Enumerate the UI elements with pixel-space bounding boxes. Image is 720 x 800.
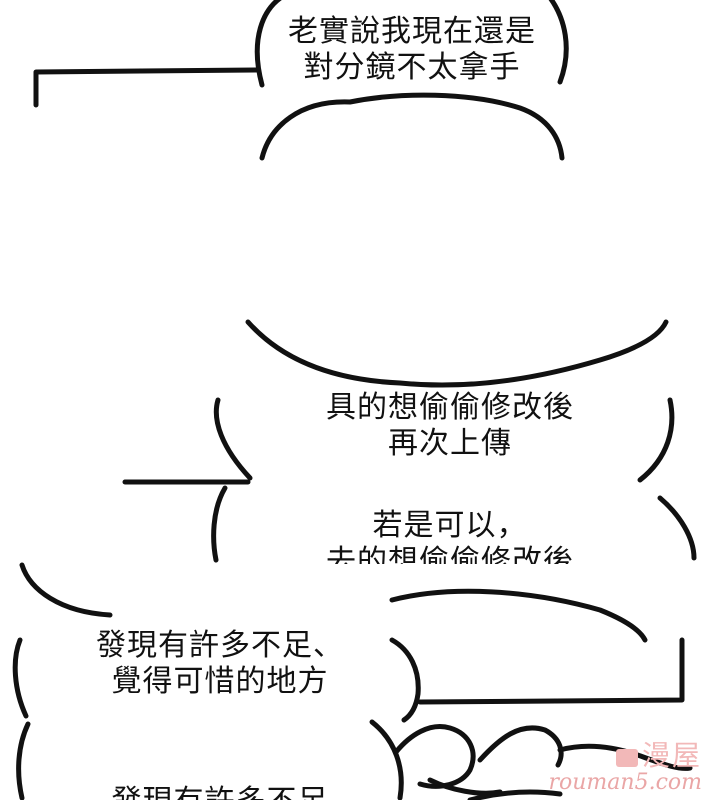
watermark-logo-icon [615,748,638,767]
speech-bubble-outline [12,562,421,723]
text-line: 發現有許多不足 [70,784,370,800]
text-line: 若是可以， [372,508,528,543]
site-watermark: 漫屋 rouman5.com [549,734,703,795]
text-line: 老實說我現在還是 [288,14,536,49]
speech-bubble-text: 發現有許多不足 [70,784,370,800]
panel-border [417,637,685,705]
speech-bubble-outline [254,0,569,88]
text-line: 具的想偷偷修改後 [326,390,574,425]
watermark-brand-text: 漫屋 [641,739,702,772]
speech-bubble-outline [213,397,675,483]
speech-bubble-text: 具的想偷偷修改後 再次上傳 [300,390,600,462]
speech-bubble-text: 若是可以， 去的想偷偷修改後 [295,508,605,564]
speech-bubble-outline [16,719,404,800]
speech-bubble-text: 發現有許多不足、 覺得可惜的地方 [70,628,370,700]
speech-bubble-outline [211,485,697,563]
text-line: 再次上傳 [388,426,512,461]
watermark-url: rouman5.com [548,770,703,795]
text-line: 去的想偷偷修改後 [326,544,574,564]
watermark-brand: 漫屋 [549,734,703,774]
background-sketch [427,777,563,800]
speech-bubble-outline [245,319,669,388]
text-line: 覺得可惜的地方 [111,664,329,699]
background-sketch [393,724,476,789]
text-line: 對分鏡不太拿手 [303,50,521,85]
panel-border [33,67,261,108]
speech-bubble-outline [389,588,648,643]
text-line: 發現有許多不足、 [96,628,344,663]
speech-bubble-outline [259,92,565,161]
speech-bubble-text: 老實說我現在還是 對分鏡不太拿手 [262,14,562,86]
background-sketch [557,743,693,771]
